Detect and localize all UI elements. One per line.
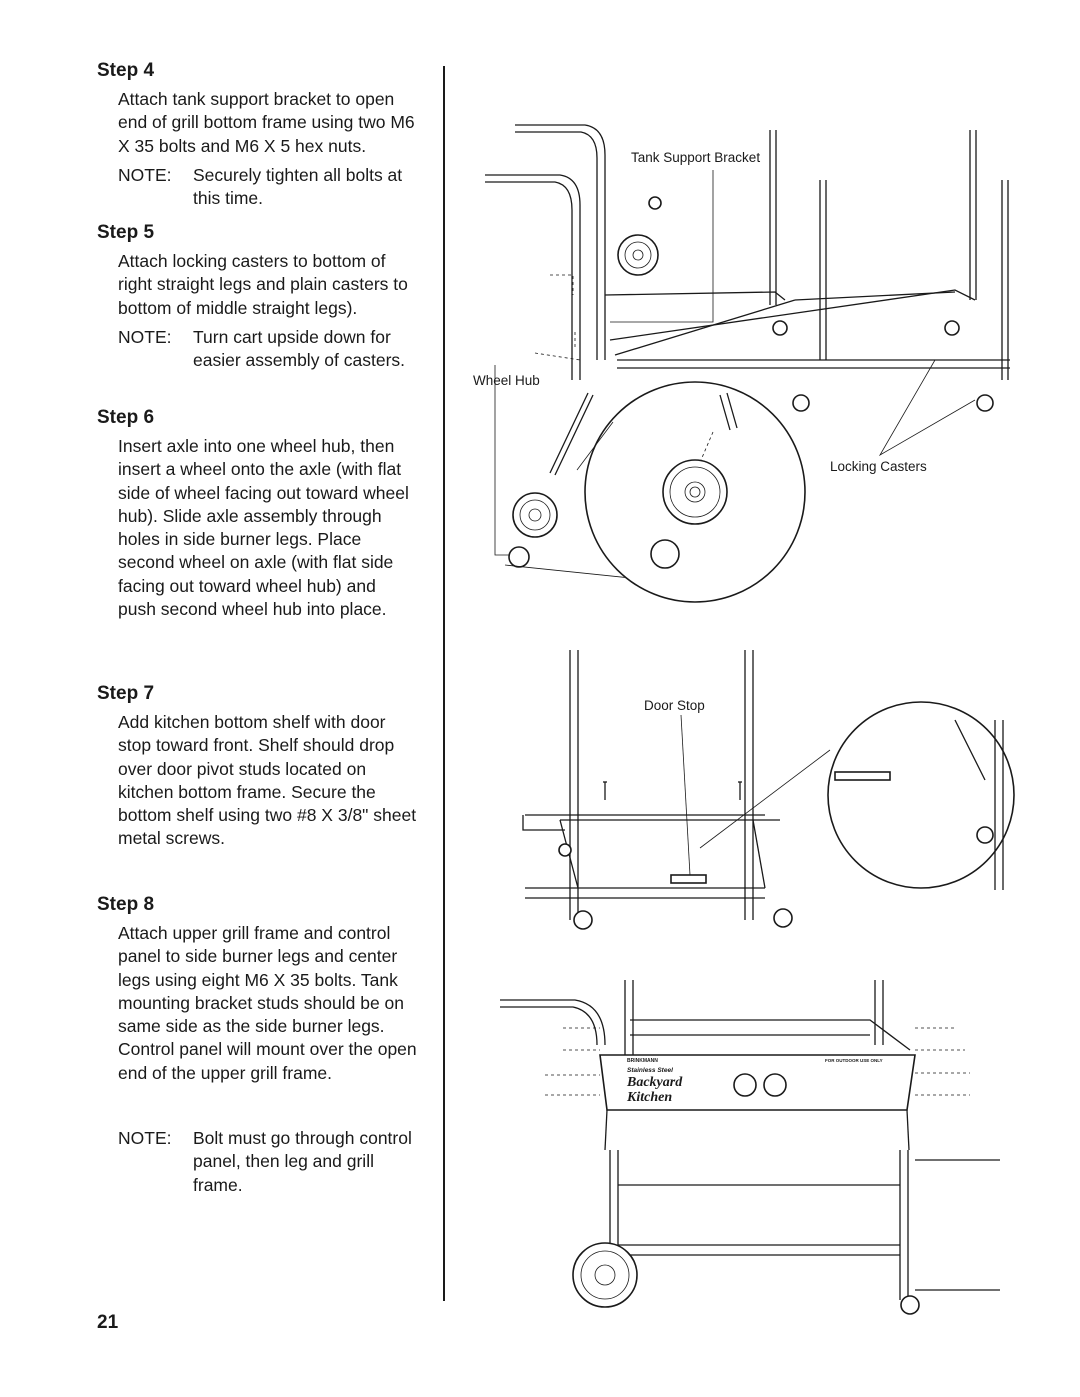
- step-text: Insert axle into one wheel hub, then ins…: [118, 436, 409, 620]
- step-note: NOTE: Bolt must go through control panel…: [118, 1127, 417, 1197]
- panel-brand: BRINKMANN: [627, 1058, 658, 1064]
- step-title: Step 8: [97, 894, 155, 915]
- note-text: Turn cart upside down for easier assembl…: [193, 326, 406, 371]
- panel-line3: Kitchen: [626, 1090, 672, 1105]
- step-text: Add kitchen bottom shelf with door stop …: [118, 712, 417, 849]
- door-stop-label: Door Stop: [644, 698, 705, 713]
- step-text: Attach upper grill frame and control pan…: [118, 923, 417, 1083]
- note-text: Securely tighten all bolts at this time.: [193, 164, 403, 209]
- step-4: Step 4 Attach tank support bracket to op…: [97, 60, 417, 210]
- panel-line1: Stainless Steel: [627, 1067, 673, 1074]
- note-label: NOTE:: [118, 1128, 172, 1149]
- step-title: Step 4: [97, 60, 155, 81]
- column-divider: [443, 66, 445, 1301]
- bottom-shelf-figure: [522, 650, 1015, 930]
- note-label: NOTE:: [118, 164, 172, 185]
- upper-frame-figure: [500, 980, 1000, 1315]
- assembly-illustrations: Tank Support Bracket Wheel Hub Locking C…: [473, 124, 1015, 1315]
- step-title: Step 6: [97, 407, 155, 428]
- step-5: Step 5 Attach locking casters to bottom …: [97, 222, 417, 372]
- step-title: Step 7: [97, 683, 155, 704]
- locking-casters-label: Locking Casters: [830, 459, 927, 474]
- panel-warning: FOR OUTDOOR USE ONLY: [825, 1058, 883, 1063]
- step-text: Attach locking casters to bottom of righ…: [118, 251, 408, 318]
- note-text: Bolt must go through control panel, then…: [193, 1128, 412, 1195]
- panel-line2: Backyard: [626, 1075, 683, 1090]
- note-label: NOTE:: [118, 326, 172, 347]
- page-number: 21: [97, 1312, 119, 1333]
- step-text: Attach tank support bracket to open end …: [118, 89, 415, 156]
- step-title: Step 5: [97, 222, 155, 243]
- step-6: Step 6 Insert axle into one wheel hub, t…: [97, 407, 417, 621]
- step-note: NOTE: Securely tighten all bolts at this…: [118, 164, 417, 211]
- step-8: Step 8 Attach upper grill frame and cont…: [97, 894, 417, 1197]
- step-note: NOTE: Turn cart upside down for easier a…: [118, 326, 417, 373]
- tank-support-bracket-label: Tank Support Bracket: [631, 150, 760, 165]
- wheel-hub-label: Wheel Hub: [473, 373, 540, 388]
- cart-frame-figure: [485, 124, 1010, 603]
- step-7: Step 7 Add kitchen bottom shelf with doo…: [97, 683, 417, 851]
